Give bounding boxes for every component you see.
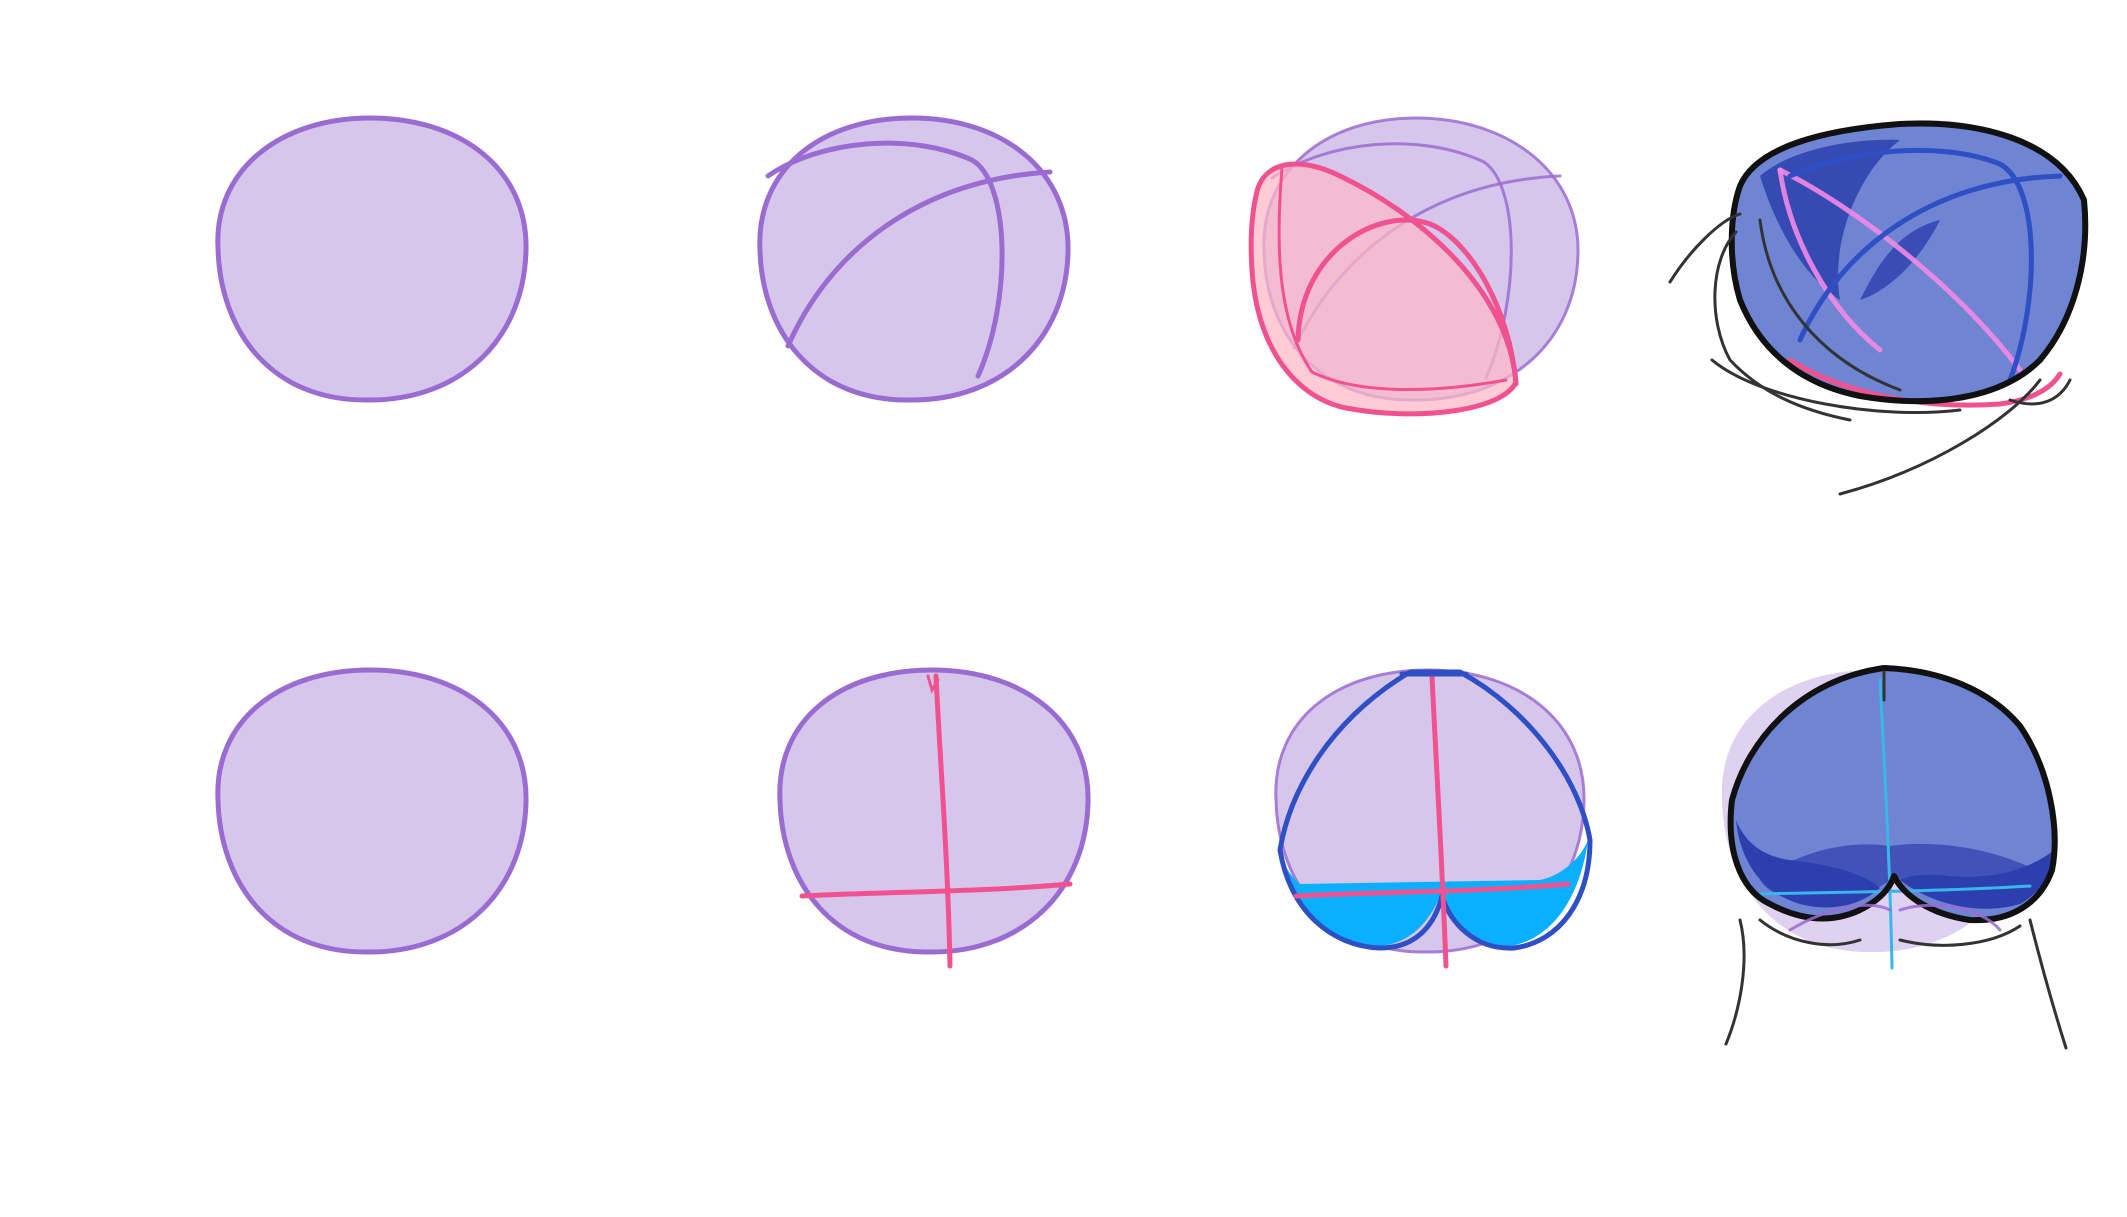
row2-step2-sphere-cross: [777, 667, 1091, 969]
row1-step3-sphere-bowl: [1248, 116, 1580, 417]
row2-step1-sphere: [215, 667, 529, 955]
row1-step4-finished-hair: [1668, 120, 2089, 496]
row2-step3-sphere-bangs: [1274, 668, 1593, 969]
row1-step1-sphere: [215, 115, 529, 403]
row2-step4-finished-hair: [1721, 665, 2068, 1050]
row1-step2-sphere-guides: [757, 115, 1071, 403]
